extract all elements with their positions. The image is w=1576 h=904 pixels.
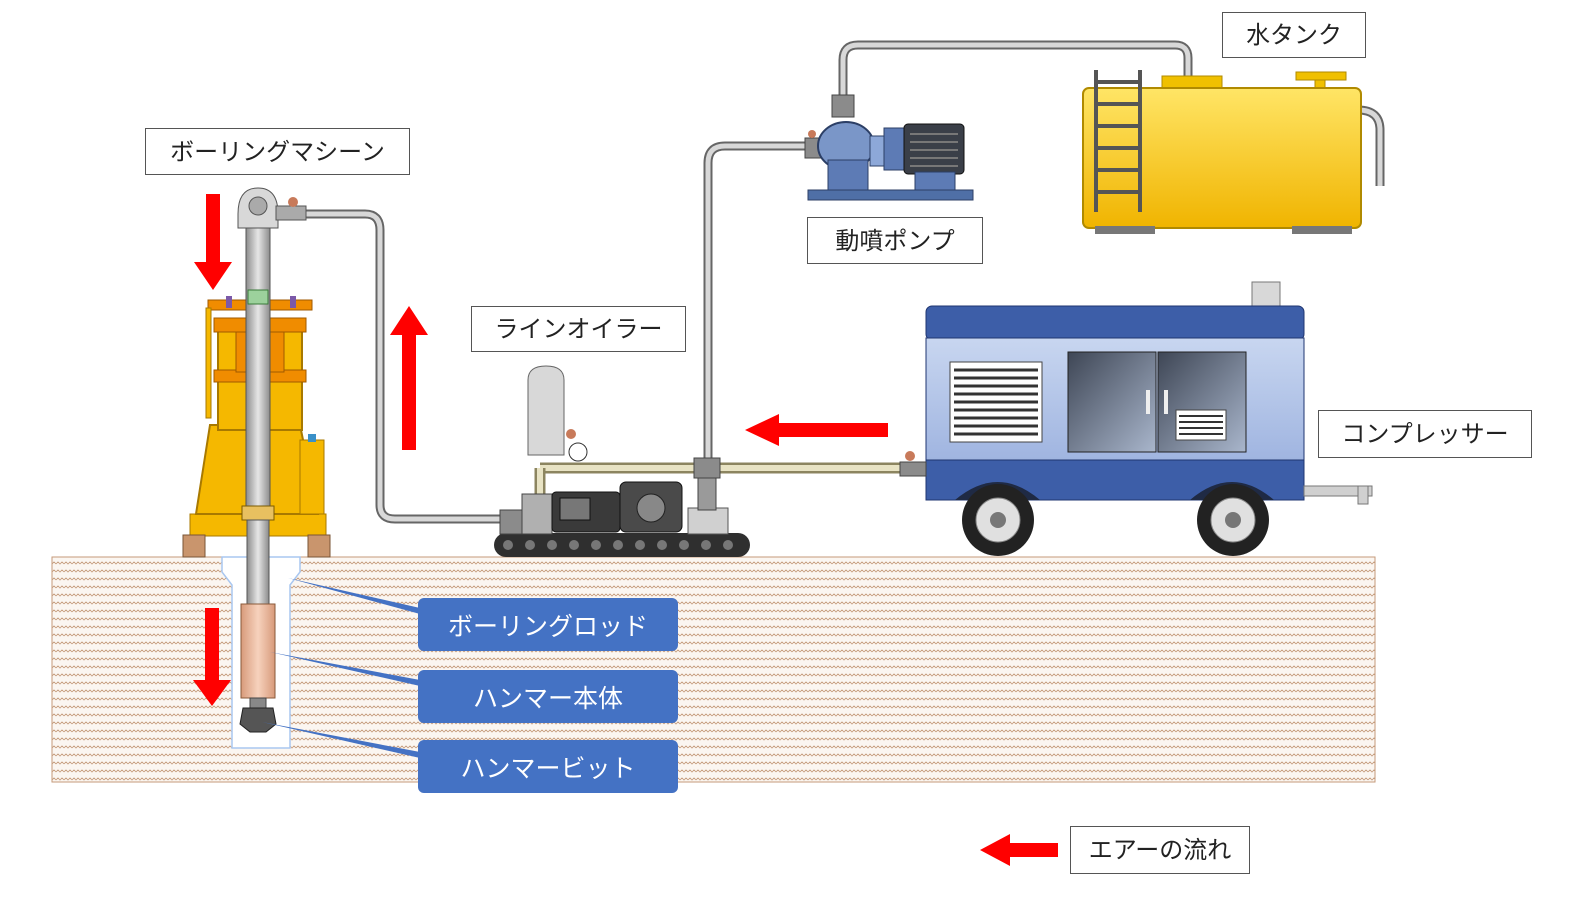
callout-leaders [262, 578, 420, 758]
callout-hammer-bit: ハンマービット [418, 740, 678, 793]
air-line-compressor-oiler [534, 462, 905, 500]
legend-label: エアーの流れ [1070, 826, 1250, 874]
hose-oiler-pump [703, 141, 810, 470]
label-boring-machine: ボーリングマシーン [145, 128, 410, 175]
power-pump [804, 94, 974, 201]
water-tank [1082, 70, 1385, 234]
hose-pump-tank [838, 40, 1193, 100]
arrow-left-air [745, 414, 888, 446]
boring-machine [182, 187, 331, 733]
air-flow-arrows [193, 194, 1058, 866]
compressor [899, 281, 1373, 556]
arrow-down-top [194, 194, 232, 290]
arrow-down-hole [193, 608, 231, 706]
label-compressor: コンプレッサー [1318, 410, 1532, 458]
label-line-oiler: ラインオイラー [471, 306, 686, 352]
callout-rod: ボーリングロッド [418, 598, 678, 651]
legend-arrow [980, 834, 1058, 866]
callout-hammer-body: ハンマー本体 [418, 670, 678, 723]
arrow-up-hose [390, 306, 428, 450]
label-pump: 動噴ポンプ [807, 217, 983, 264]
label-water-tank: 水タンク [1222, 12, 1366, 58]
line-oiler [494, 365, 750, 557]
